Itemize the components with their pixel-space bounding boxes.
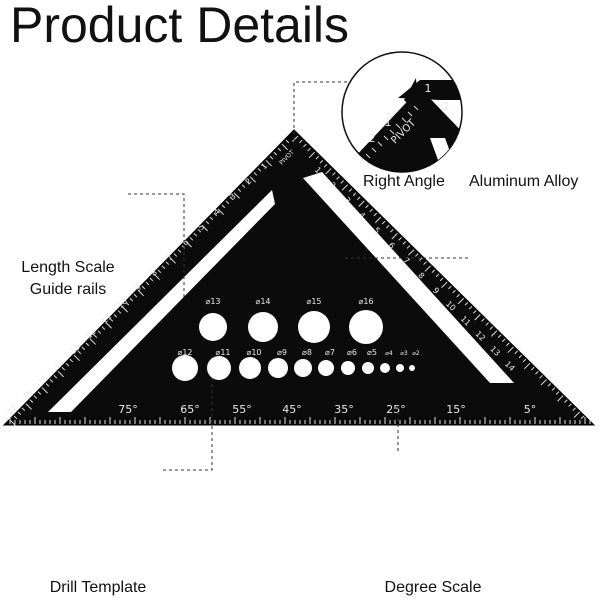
label-drill-template: Drill Template xyxy=(49,579,147,596)
right-scale-ticks xyxy=(292,135,585,420)
label-length-scale: Length Scale xyxy=(21,259,115,276)
drill-hole xyxy=(298,311,330,343)
label-right-angle: Right Angle xyxy=(363,173,445,190)
degree-label: 15° xyxy=(446,403,466,416)
drill-hole-label: ⌀16 xyxy=(359,297,374,306)
right-scale-number: 8 xyxy=(416,271,426,281)
right-scale-number: 4 xyxy=(357,210,367,220)
left-scale-number: 8 xyxy=(149,268,159,278)
right-scale-number: 7 xyxy=(401,256,411,266)
drill-hole-labels: ⌀13 ⌀14 ⌀15 ⌀16 ⌀12 ⌀11 ⌀10 ⌀9 ⌀8 ⌀7 ⌀6 ⌀5 ⌀4 ⌀3 ⌀2 xyxy=(178,297,420,357)
left-scale-number: 2 xyxy=(243,176,253,186)
label-aluminum-alloy: Aluminum Alloy xyxy=(469,173,579,190)
drill-hole xyxy=(362,362,374,374)
zoom-scale-number: 1 xyxy=(425,82,432,95)
left-scale-number: 7 xyxy=(165,253,175,263)
drill-hole xyxy=(207,356,231,380)
inner-slot xyxy=(303,172,514,383)
degree-label: 55° xyxy=(232,403,252,416)
drill-holes xyxy=(172,310,415,381)
leader-right-angle xyxy=(293,81,352,140)
degree-label: 25° xyxy=(386,403,406,416)
drill-hole xyxy=(294,359,312,377)
degree-label: 45° xyxy=(282,403,302,416)
guide-rail-slot xyxy=(48,190,275,412)
degree-label: 35° xyxy=(334,403,354,416)
drill-hole-label: ⌀3 xyxy=(400,350,408,357)
bottom-scale-ticks xyxy=(9,417,591,424)
left-scale-number: 6 xyxy=(180,237,190,247)
right-scale-number: 2 xyxy=(328,180,338,190)
drill-hole xyxy=(396,364,404,372)
drill-hole xyxy=(172,355,198,381)
left-scale-number: 1 xyxy=(259,161,269,171)
drill-hole-label: ⌀4 xyxy=(385,350,393,357)
zoom-scale-number: 2 xyxy=(443,100,450,113)
leader-lines xyxy=(128,81,468,471)
triangle-body xyxy=(2,129,596,426)
drill-hole xyxy=(380,363,390,373)
degree-label: 5° xyxy=(524,403,537,416)
leader-length-scale xyxy=(128,193,185,300)
left-scale-number: 5 xyxy=(196,222,206,232)
drill-hole xyxy=(248,312,278,342)
zoom-scale-number: 1 xyxy=(385,116,392,129)
right-scale-number: 6 xyxy=(387,241,397,251)
degree-labels: 75° 65° 55° 45° 35° 25° 15° 5° xyxy=(118,403,536,416)
right-scale-number: 5 xyxy=(372,226,382,236)
drill-hole xyxy=(199,313,227,341)
drill-hole xyxy=(268,358,288,378)
drill-hole-label: ⌀12 xyxy=(178,348,193,357)
left-scale-number: 3 xyxy=(228,192,238,202)
drill-hole-label: ⌀7 xyxy=(325,348,335,357)
degree-label: 75° xyxy=(118,403,138,416)
drill-hole-label: ⌀14 xyxy=(256,297,271,306)
right-scale-number: 9 xyxy=(431,286,441,296)
drill-hole-label: ⌀9 xyxy=(277,348,287,357)
drill-hole-label: ⌀11 xyxy=(216,348,231,357)
drill-hole-label: ⌀6 xyxy=(347,348,357,357)
label-guide-rails: Guide rails xyxy=(29,281,107,298)
drill-hole xyxy=(239,357,261,379)
zoom-scale-number: 2 xyxy=(369,132,376,145)
drill-hole-label: ⌀2 xyxy=(412,350,420,357)
drill-hole-label: ⌀10 xyxy=(247,348,262,357)
label-degree-scale: Degree Scale xyxy=(384,579,482,596)
left-scale-ticks xyxy=(9,139,290,426)
right-scale-number: 3 xyxy=(342,195,352,205)
page-title: Product Details xyxy=(10,0,350,53)
drill-hole xyxy=(409,365,415,371)
drill-hole-label: ⌀8 xyxy=(302,348,312,357)
leader-drill xyxy=(160,378,213,471)
drill-hole-label: ⌀13 xyxy=(206,297,221,306)
drill-hole-label: ⌀5 xyxy=(367,348,377,357)
right-scale-number: 1 xyxy=(313,165,323,175)
drill-hole-label: ⌀15 xyxy=(307,297,322,306)
degree-label: 65° xyxy=(180,403,200,416)
drill-hole xyxy=(341,361,355,375)
drill-hole xyxy=(349,310,383,344)
left-scale-number: 9 xyxy=(133,283,143,293)
drill-hole xyxy=(318,360,334,376)
left-scale-number: 4 xyxy=(212,207,222,217)
